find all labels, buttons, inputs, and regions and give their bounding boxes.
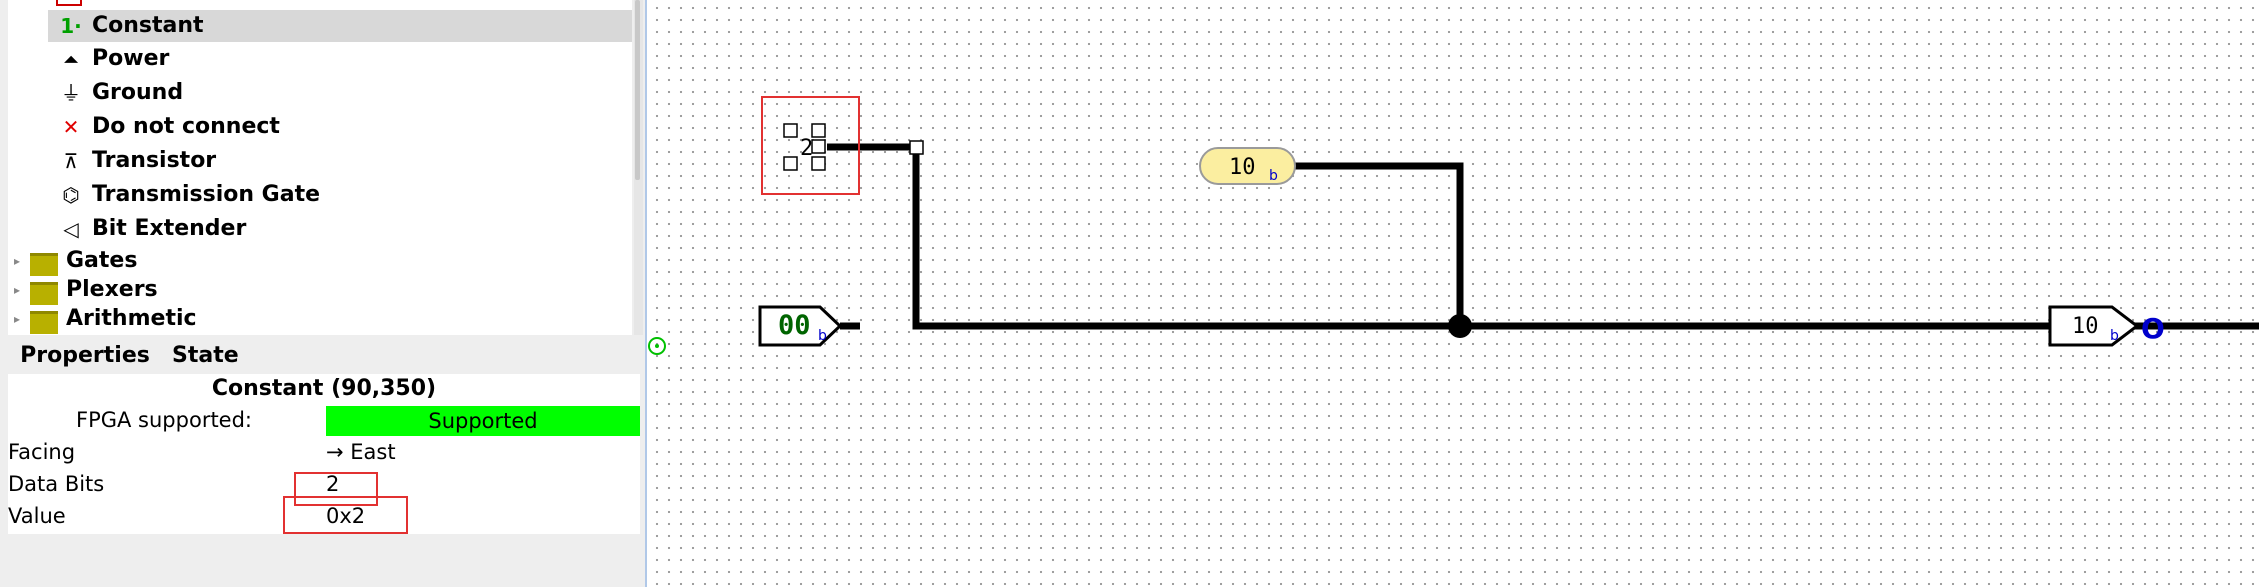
tree-item-transistor[interactable]: ⊼ Transistor [48, 145, 632, 177]
data-bits-highlight-box [294, 472, 378, 506]
folder-icon [30, 282, 58, 305]
expand-arrow-icon[interactable]: ▸ [14, 312, 21, 326]
prop-value-value[interactable]: 0x2 [326, 504, 366, 528]
prop-key-facing: Facing [8, 440, 76, 464]
panel-tabs: Properties State [0, 338, 645, 376]
folder-icon [30, 311, 58, 334]
transmission-gate-icon: ⌬ [62, 183, 80, 207]
fpga-supported-badge: Supported [326, 406, 640, 436]
prop-row-fpga: FPGA supported: Supported [8, 404, 640, 436]
ground-icon: ⏚ [61, 81, 81, 105]
selection-handle[interactable] [811, 123, 826, 138]
prop-key-data-bits: Data Bits [8, 472, 105, 496]
origin-marker-dot [655, 344, 659, 348]
tree-folder-label: Arithmetic [66, 306, 197, 331]
do-not-connect-icon: ✕ [62, 115, 80, 139]
transistor-icon: ⊼ [63, 149, 79, 173]
tree-item-power[interactable]: ⏶ Power [48, 43, 632, 75]
output-pin-value: 10 [2072, 314, 2099, 339]
tab-properties[interactable]: Properties [10, 338, 160, 376]
tree-folder-arithmetic[interactable]: ▸ Arithmetic [8, 305, 628, 334]
prop-key-fpga: FPGA supported: [76, 408, 253, 432]
prop-row-value[interactable]: Value 0x2 [8, 500, 640, 532]
selection-handle[interactable] [811, 156, 826, 171]
input-pin-radix: b [818, 328, 827, 344]
tree-item-constant[interactable]: 1· Constant [48, 10, 632, 42]
input-pin[interactable]: 00 b [758, 305, 843, 347]
constant-component[interactable]: 2 [761, 96, 924, 195]
tree-item-label: Power [92, 46, 170, 71]
prop-row-data-bits[interactable]: Data Bits 2 [8, 468, 640, 500]
wire-probe[interactable] [1293, 162, 1464, 326]
tree-item-label: Ground [92, 80, 184, 105]
tree-item-transmission-gate[interactable]: ⌬ Transmission Gate [48, 179, 632, 211]
tree-item-label: Do not connect [92, 114, 280, 139]
wire-end-handle[interactable] [909, 140, 924, 155]
selection-handle[interactable] [783, 156, 798, 171]
bit-extender-icon: ◁ [63, 217, 79, 241]
expand-arrow-icon[interactable]: ▸ [14, 254, 21, 268]
selection-handle[interactable] [811, 139, 826, 154]
wires[interactable] [827, 143, 2259, 338]
origin-marker [648, 337, 666, 355]
left-panel: 1· Constant ⏶ Power ⏚ Ground ✕ Do not co… [0, 0, 645, 587]
tree-item-ground[interactable]: ⏚ Ground [48, 77, 632, 109]
tab-state[interactable]: State [172, 343, 239, 368]
output-pin-body[interactable] [2048, 305, 2140, 347]
selection-box [761, 96, 860, 195]
probe-body[interactable] [1199, 147, 1296, 185]
prop-row-facing[interactable]: Facing → East [8, 436, 640, 468]
prop-key-value: Value [8, 504, 66, 528]
tree-item-do-not-connect[interactable]: ✕ Do not connect [48, 111, 632, 143]
output-pin-radix: b [2110, 328, 2119, 344]
tree-folder-label: Gates [66, 248, 138, 273]
tree-top-partial-icon [56, 0, 82, 6]
wire-junction [1448, 314, 1472, 338]
circuit-drawing[interactable]: 2 00 b 10 b 10 b O [647, 0, 2259, 587]
power-icon: ⏶ [63, 47, 79, 71]
properties-title: Constant (90,350) [211, 376, 437, 401]
constant-icon: 1· [60, 14, 82, 38]
selection-handle[interactable] [783, 123, 798, 138]
expand-arrow-icon[interactable]: ▸ [14, 283, 21, 297]
probe[interactable]: 10 b [1199, 147, 1296, 185]
prop-value-data-bits[interactable]: 2 [326, 472, 340, 496]
probe-radix: b [1269, 168, 1278, 184]
tree-item-label: Transistor [92, 148, 217, 173]
component-tree: 1· Constant ⏶ Power ⏚ Ground ✕ Do not co… [8, 0, 632, 335]
input-pin-body[interactable] [758, 305, 843, 347]
tree-folder-label: Plexers [66, 277, 158, 302]
output-pin-mark: O [2141, 312, 2165, 345]
properties-table: Constant (90,350) FPGA supported: Suppor… [8, 374, 640, 534]
folder-icon [30, 253, 58, 276]
probe-value: 10 [1229, 155, 1256, 180]
tree-item-label: Constant [92, 13, 204, 38]
tree-folder-gates[interactable]: ▸ Gates [8, 247, 628, 276]
output-pin[interactable]: 10 b O [2048, 305, 2165, 347]
tree-folder-plexers[interactable]: ▸ Plexers [8, 276, 628, 305]
prop-value-facing[interactable]: → East [326, 440, 396, 464]
tree-scrollbar-thumb[interactable] [635, 0, 640, 180]
constant-value-text: 2 [800, 136, 813, 161]
tree-item-label: Transmission Gate [92, 182, 321, 207]
tree-scrollbar[interactable] [634, 0, 643, 335]
value-highlight-box [283, 496, 408, 534]
tree-item-bit-extender[interactable]: ◁ Bit Extender [48, 213, 632, 245]
input-pin-value: 00 [778, 310, 811, 341]
tree-item-label: Bit Extender [92, 216, 247, 241]
wire-constant-to-output[interactable] [827, 143, 2259, 330]
circuit-canvas[interactable]: 2 00 b 10 b 10 b O [645, 0, 2259, 587]
